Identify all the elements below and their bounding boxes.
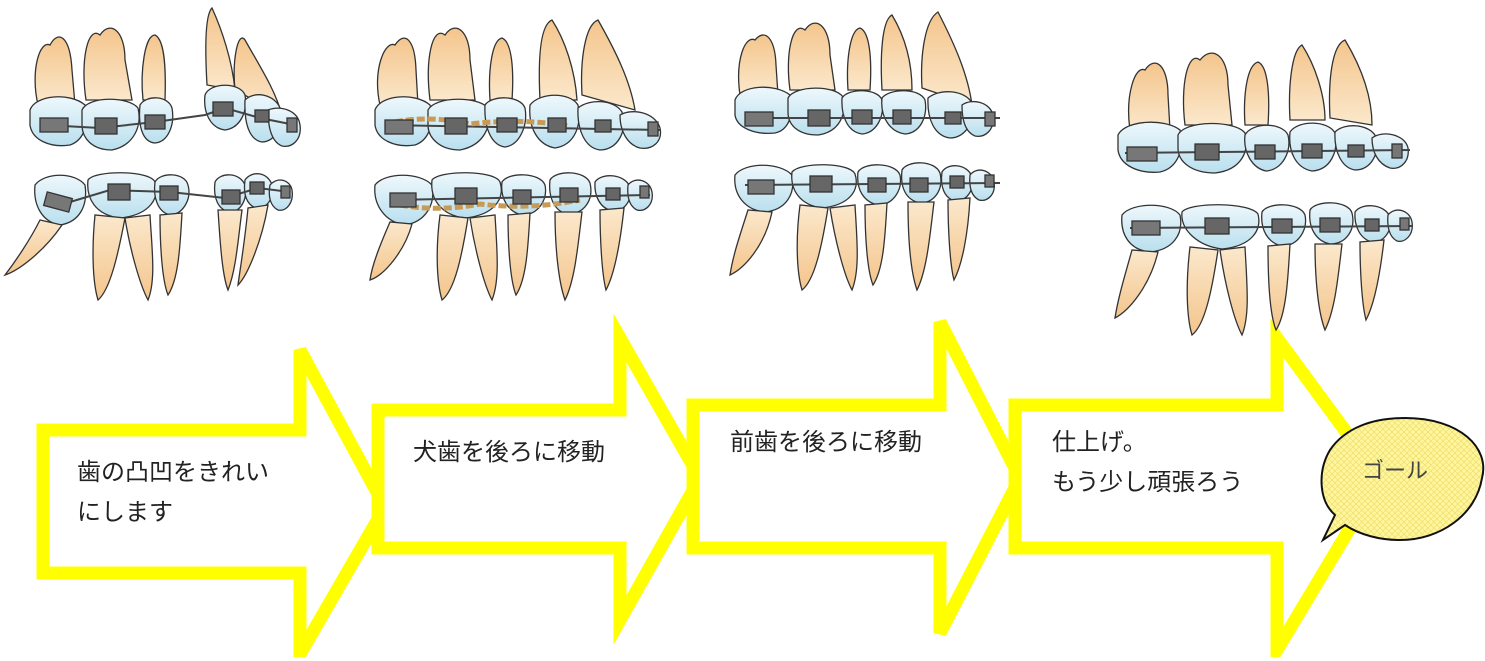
arrow-step4 (1008, 318, 1388, 661)
teeth-illustration-2 (369, 19, 662, 302)
arrow-step3 (686, 319, 1028, 636)
goal-label: ゴール (1361, 459, 1428, 484)
teeth-illustration-4 (1114, 39, 1413, 337)
step2-label: 犬歯を後ろに移動 (413, 438, 605, 466)
goal-bubble (1320, 416, 1485, 543)
arrow-step2 (371, 313, 708, 645)
step1-label: 歯の凸凹をきれい にします (77, 458, 269, 526)
step3-label: 前歯を後ろに移動 (730, 428, 922, 456)
step4-label: 仕上げ。 もう少し頑張ろう (1052, 428, 1244, 496)
teeth-illustration-1 (3, 6, 301, 302)
teeth-illustration-3 (729, 11, 1001, 292)
arrow-step1 (36, 346, 393, 661)
